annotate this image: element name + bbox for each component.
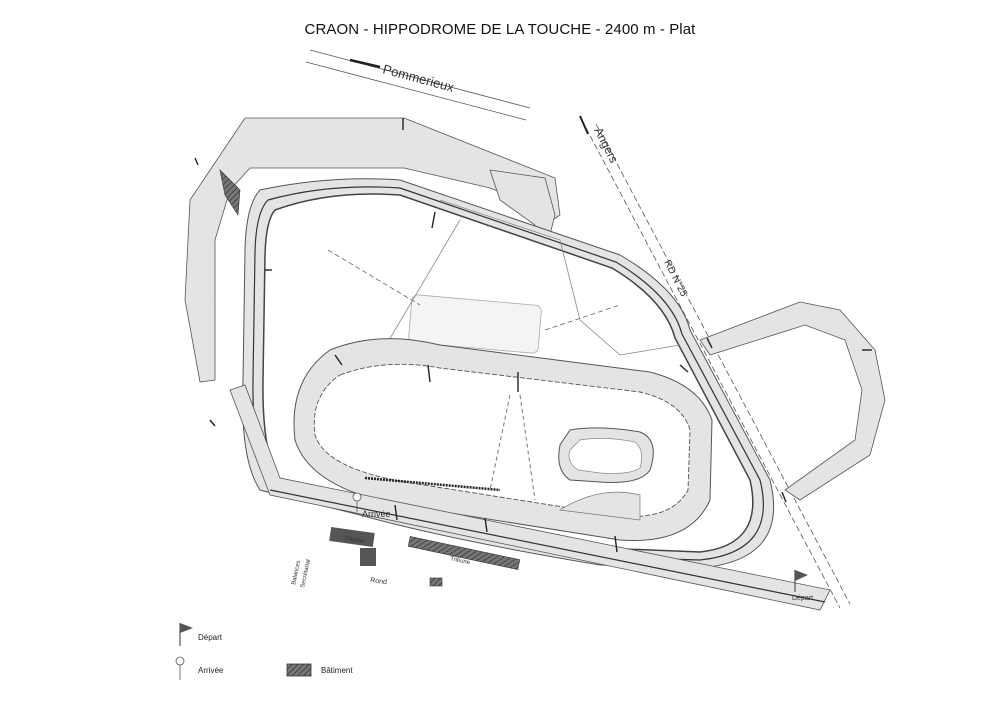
outer-paths xyxy=(184,117,886,501)
building-tribune-2 xyxy=(429,577,443,587)
label-arrivee: Arrivée xyxy=(362,509,391,519)
buildings xyxy=(329,527,521,587)
label-tribune-2: Tribune xyxy=(450,556,472,566)
building-tribune-1 xyxy=(407,536,521,570)
label-rond: Rond xyxy=(370,577,388,586)
label-depart: Départ xyxy=(792,595,813,602)
distance-markers xyxy=(194,118,872,553)
label-tribune-1: Tribune xyxy=(344,536,365,545)
road-pommerieux xyxy=(305,49,531,121)
label-secretariat: Secrétariat xyxy=(300,558,312,588)
finish-straight xyxy=(229,384,831,611)
depart-marker xyxy=(794,570,808,592)
hatched-embankment xyxy=(219,169,241,216)
legend-batiment: Bâtiment xyxy=(321,666,353,675)
building-balances xyxy=(329,527,375,547)
inner-oval-track xyxy=(293,338,713,541)
legend-arrivee: Arrivée xyxy=(198,666,224,675)
inner-field xyxy=(327,199,681,441)
legend-depart: Départ xyxy=(198,633,223,642)
legend-symbols xyxy=(175,623,312,680)
map-title: CRAON - HIPPODROME DE LA TOUCHE - 2400 m… xyxy=(304,21,696,38)
building-small xyxy=(360,548,376,566)
road-label-angers: Angers xyxy=(591,125,621,165)
arrivee-marker xyxy=(352,492,362,512)
road-label-pommerieux: Pommerieux xyxy=(381,61,456,95)
road-angers-rd25 xyxy=(579,115,851,609)
label-balances: Balances xyxy=(291,560,302,585)
